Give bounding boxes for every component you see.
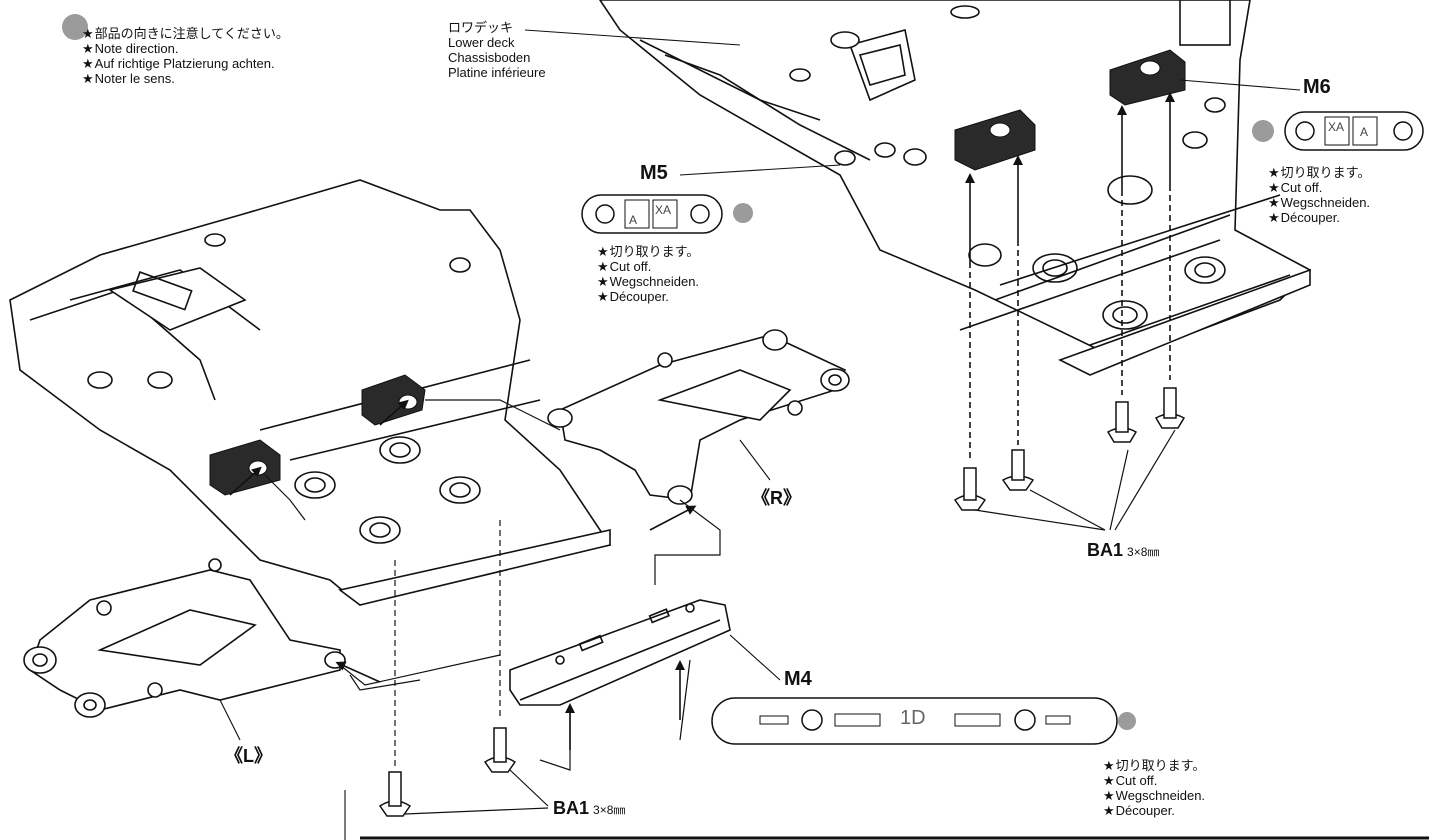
m6-tag-a: A — [1360, 125, 1369, 139]
direction-note-fr: Noter le sens. — [82, 71, 289, 86]
direction-note: 部品の向きに注意してください。 Note direction. Auf rich… — [82, 26, 289, 86]
lower-screws — [378, 727, 517, 817]
m5-tag-xa: XA — [655, 203, 672, 217]
m6-cutoff-de: Wegschneiden. — [1268, 195, 1370, 210]
left-arm-label: 《L》 — [225, 746, 272, 766]
m4-cutoff-jp: 切り取ります。 — [1103, 758, 1206, 773]
label-leaders — [219, 29, 1301, 840]
m6-cutoff-en: Cut off. — [1268, 180, 1370, 195]
m4-label: M4 — [784, 668, 812, 690]
ba1-size-upper: 3×8㎜ — [1127, 545, 1160, 559]
m4-cutoff-note: 切り取ります。 Cut off. Wegschneiden. Découper. — [1103, 758, 1206, 818]
lower-deck-en: Lower deck — [448, 35, 515, 50]
m4-cutoff-strip — [711, 697, 1118, 745]
m5-cutoff-de: Wegschneiden. — [597, 274, 699, 289]
m4-cutoff-en: Cut off. — [1103, 773, 1205, 788]
m5-label: M5 — [640, 162, 668, 184]
direction-note-jp: 部品の向きに注意してください。 — [82, 26, 289, 41]
m5-tag-a: A — [629, 213, 638, 227]
m4-tag-1d: 1D — [900, 707, 926, 729]
direction-note-de: Auf richtige Platzierung achten. — [82, 56, 289, 71]
right-suspension-arm — [547, 329, 850, 505]
m4-mount — [509, 599, 731, 706]
m4-cutoff-de: Wegschneiden. — [1103, 788, 1205, 803]
ba1-name-lower: BA1 — [553, 798, 590, 818]
m5-cutoff-jp: 切り取ります。 — [597, 244, 700, 259]
ba1-name-upper: BA1 — [1087, 540, 1124, 560]
ba1-size-lower: 3×8㎜ — [593, 803, 626, 817]
m5-cutoff-fr: Découper. — [597, 289, 699, 304]
m6-cutoff-jp: 切り取ります。 — [1268, 165, 1371, 180]
m6-cut-marker-icon — [1252, 120, 1274, 142]
upper-screws — [953, 387, 1186, 511]
m6-cutoff-strip — [1284, 111, 1424, 151]
m6-tag-xa: XA — [1328, 120, 1345, 134]
m4-cutoff-fr: Découper. — [1103, 803, 1205, 818]
m5-cutoff-en: Cut off. — [597, 259, 699, 274]
m5-cutoff-note: 切り取ります。 Cut off. Wegschneiden. Découper. — [597, 244, 700, 304]
right-arm-label: 《R》 — [752, 488, 801, 508]
upper-arrows — [965, 92, 1175, 460]
lower-deck-de: Chassisboden — [448, 50, 531, 65]
m5-cut-marker-icon — [733, 203, 753, 223]
lower-deck-jp: ロワデッキ — [448, 20, 514, 35]
m6-cutoff-note: 切り取ります。 Cut off. Wegschneiden. Découper. — [1268, 165, 1371, 225]
direction-note-en: Note direction. — [82, 41, 289, 56]
m4-cut-marker-icon — [1118, 712, 1136, 730]
m6-label: M6 — [1303, 76, 1331, 98]
m5-cutoff-strip — [581, 194, 723, 234]
lower-deck-fr: Platine inférieure — [448, 65, 546, 80]
lower-ba1-leaders — [404, 769, 549, 815]
m6-cutoff-fr: Découper. — [1268, 210, 1370, 225]
lower-deck-right — [599, 0, 1312, 376]
lower-deck-label: ロワデッキ Lower deck Chassisboden Platine in… — [448, 20, 546, 80]
left-suspension-arm — [23, 558, 346, 718]
upper-ba1-leaders — [974, 429, 1176, 531]
m6-mount-upper — [1109, 49, 1186, 106]
lower-arrows — [229, 399, 697, 750]
assembly-leaders — [264, 399, 721, 771]
lower-deck-left — [9, 179, 612, 606]
